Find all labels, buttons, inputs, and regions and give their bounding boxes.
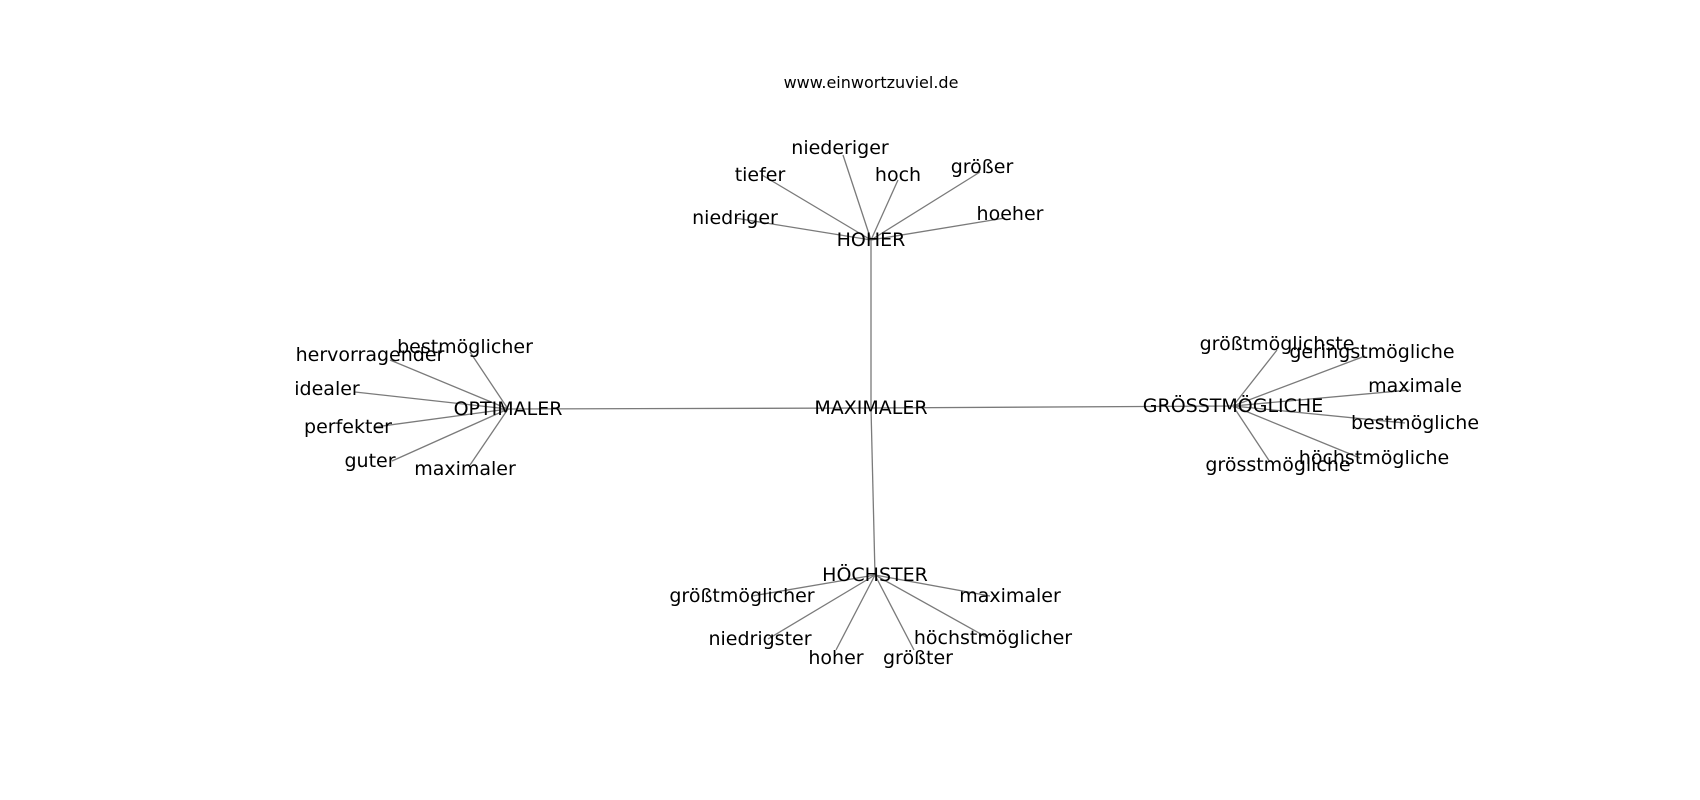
hub-node: HÖCHSTER: [822, 563, 928, 586]
leaf-node: tiefer: [735, 164, 786, 186]
edge-hub-leaf: [391, 408, 509, 462]
hub-node: HOHER: [837, 229, 906, 251]
edge-hub-leaf: [835, 574, 876, 651]
graph-edges: [354, 154, 1411, 651]
edge-hub-leaf: [842, 154, 872, 241]
leaf-node: bestmöglicher: [397, 336, 533, 358]
leaf-node: maximaler: [414, 458, 516, 480]
leaf-node: größtmöglichste: [1200, 333, 1355, 355]
edge-hub-leaf: [870, 171, 981, 241]
edge-hub-leaf: [767, 574, 876, 640]
leaf-node: höchstmögliche: [1299, 447, 1449, 469]
leaf-node: hervorragender: [296, 344, 445, 366]
edge-center-hub: [507, 407, 872, 410]
leaf-node: bestmögliche: [1351, 412, 1479, 434]
edge-hub-leaf: [874, 574, 991, 597]
edge-hub-leaf: [1232, 355, 1366, 407]
leaf-node: idealer: [294, 378, 360, 400]
leaf-node: hoch: [875, 164, 921, 186]
edge-hub-leaf: [469, 408, 509, 466]
edge-center-hub: [870, 405, 1234, 409]
center-node: MAXIMALER: [814, 397, 927, 419]
leaf-node: hoher: [808, 647, 863, 669]
leaf-node: hoeher: [977, 203, 1044, 225]
leaf-node: niedrigster: [708, 628, 811, 650]
leaf-node: geringstmögliche: [1289, 341, 1454, 363]
leaf-node: größtmöglicher: [669, 585, 814, 607]
edge-hub-leaf: [374, 408, 509, 428]
edge-hub-leaf: [1232, 349, 1278, 407]
site-url: www.einwortzuviel.de: [784, 73, 959, 92]
edge-hub-leaf: [389, 359, 509, 410]
leaf-node: maximaler: [959, 585, 1061, 607]
edge-hub-leaf: [1232, 389, 1411, 407]
leaf-node: guter: [344, 450, 395, 472]
leaf-node: niedriger: [692, 207, 778, 229]
leaf-node: niederiger: [791, 137, 889, 159]
edge-hub-leaf: [354, 391, 509, 410]
leaf-node: größer: [951, 156, 1014, 178]
edge-hub-leaf: [1232, 405, 1406, 424]
leaf-node: perfekter: [304, 416, 392, 438]
edge-center-hub: [870, 407, 876, 576]
edge-hub-leaf: [734, 217, 872, 241]
leaf-node: maximale: [1368, 375, 1462, 397]
edge-hub-leaf: [469, 351, 509, 410]
edge-hub-leaf: [874, 574, 989, 639]
hub-node: GRÖSSTMÖGLICHE: [1143, 394, 1323, 417]
edge-hub-leaf: [870, 217, 1006, 241]
leaf-node: größter: [883, 647, 953, 669]
edge-hub-leaf: [751, 574, 876, 597]
leaf-node: höchstmöglicher: [914, 627, 1072, 649]
edge-hub-leaf: [1232, 405, 1361, 459]
hub-node: OPTIMALER: [454, 398, 563, 420]
leaf-node: grösstmögliche: [1205, 454, 1350, 476]
edge-hub-leaf: [1232, 405, 1271, 463]
edge-hub-leaf: [870, 179, 899, 241]
edge-hub-leaf: [874, 574, 915, 651]
edge-hub-leaf: [761, 174, 872, 241]
